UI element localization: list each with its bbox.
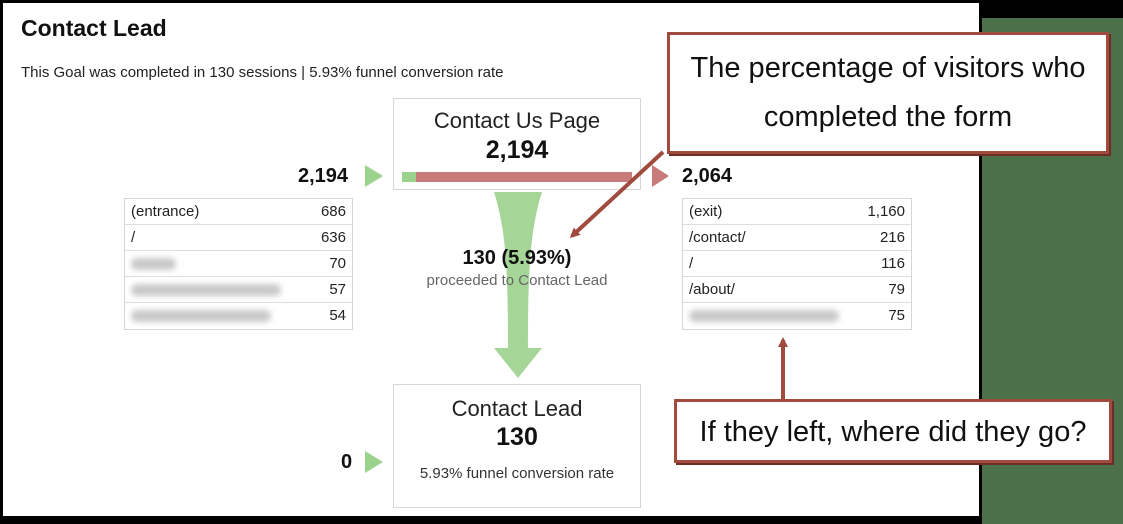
exits-row-value: 75 xyxy=(888,307,905,324)
step1-box[interactable]: Contact Us Page 2,194 xyxy=(393,98,641,190)
callout-completion-line2: completed the form xyxy=(763,101,1013,133)
goal-title: Contact Lead xyxy=(21,15,167,41)
step1-flow-bar xyxy=(402,172,632,182)
exits-row-value: 79 xyxy=(888,281,905,298)
entry-arrow-icon xyxy=(365,451,383,473)
redacted-page-path xyxy=(131,310,271,322)
exits-row-label: (exit) xyxy=(689,203,723,220)
step2-box[interactable]: Contact Lead 130 5.93% funnel conversion… xyxy=(393,384,641,508)
exits-row[interactable]: 75 xyxy=(683,303,911,329)
entrances-row[interactable]: 57 xyxy=(125,277,352,303)
conversion-value: 130 (5.93%) xyxy=(462,247,572,269)
callout-exits: If they left, where did they go? xyxy=(674,399,1112,463)
entrances-table: (entrance) 686 / 636 70 57 54 xyxy=(124,198,353,330)
funnel-flow-arrow xyxy=(494,192,542,378)
exits-row[interactable]: (exit) 1,160 xyxy=(683,199,911,225)
step2-entries: 0 xyxy=(341,451,353,473)
callout-exits-text: If they left, where did they go? xyxy=(699,416,1087,448)
callout-completion-line1: The percentage of visitors who xyxy=(690,52,1086,84)
exits-row-label: /contact/ xyxy=(689,229,746,246)
entrances-row-value: 636 xyxy=(320,229,346,246)
entrances-row-value: 686 xyxy=(320,203,346,220)
step1-count: 2,194 xyxy=(485,136,549,164)
exits-row[interactable]: /about/79 xyxy=(683,277,911,303)
entrances-row-value: 70 xyxy=(329,255,346,272)
exit-arrow-icon xyxy=(652,165,669,187)
redacted-page-path xyxy=(131,258,176,270)
step1-exits: 2,064 xyxy=(682,165,733,187)
entrances-row[interactable]: / 636 xyxy=(125,225,352,251)
step1-entries: 2,194 xyxy=(298,165,349,187)
proceed-bar-fill xyxy=(402,172,416,182)
step2-name: Contact Lead xyxy=(451,396,583,421)
entry-arrow-icon xyxy=(365,165,383,187)
entrances-row-value: 57 xyxy=(329,281,346,298)
exits-row-value: 1,160 xyxy=(867,203,905,220)
entrances-row[interactable]: 54 xyxy=(125,303,352,329)
redacted-page-path xyxy=(689,310,839,322)
step2-rate: 5.93% funnel conversion rate xyxy=(419,465,615,482)
step2-count: 130 xyxy=(496,423,538,451)
exits-row-value: 116 xyxy=(881,255,905,272)
redacted-page-path xyxy=(131,284,281,296)
exits-row-label: / xyxy=(689,255,694,272)
exits-table: (exit) 1,160/contact/216 / 116/about/79 75 xyxy=(682,198,912,330)
exits-row-label: /about/ xyxy=(689,281,735,298)
entrances-row-value: 54 xyxy=(329,307,346,324)
entrances-row-label: (entrance) xyxy=(131,203,200,220)
goal-summary: This Goal was completed in 130 sessions … xyxy=(21,64,504,81)
exits-row-value: 216 xyxy=(879,229,905,246)
exits-row[interactable]: /contact/216 xyxy=(683,225,911,251)
step1-name: Contact Us Page xyxy=(433,108,601,133)
entrances-row[interactable]: 70 xyxy=(125,251,352,277)
conversion-label: proceeded to Contact Lead xyxy=(426,272,608,289)
exits-row[interactable]: / 116 xyxy=(683,251,911,277)
entrances-row[interactable]: (entrance) 686 xyxy=(125,199,352,225)
entrances-row-label: / xyxy=(131,229,136,246)
callout-completion: The percentage of visitors who completed… xyxy=(667,32,1109,154)
